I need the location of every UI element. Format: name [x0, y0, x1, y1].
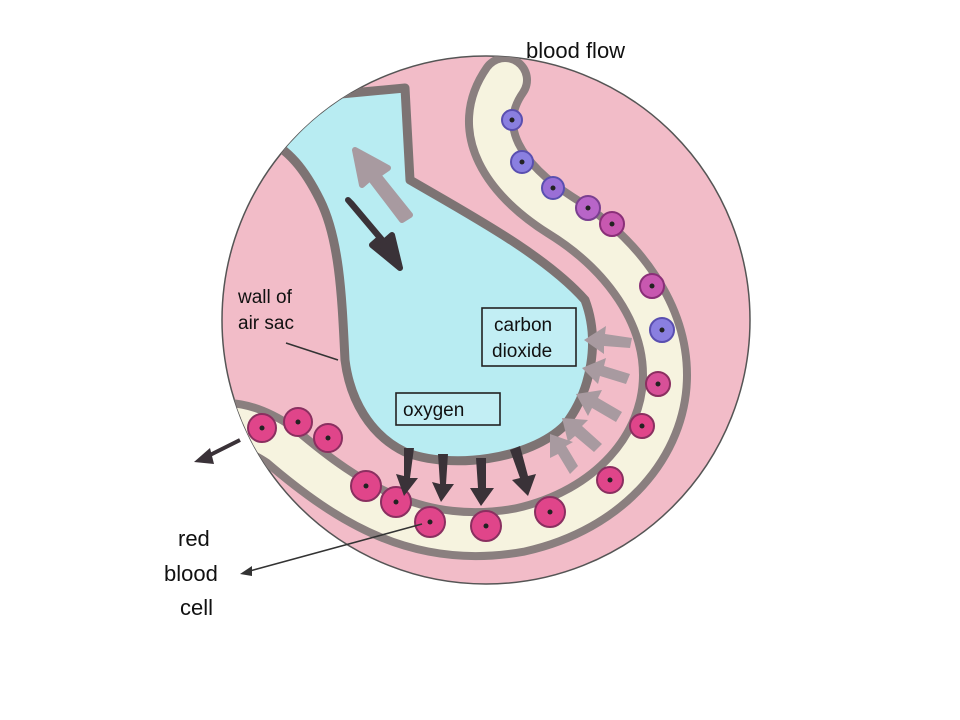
wall-label-line1: wall of	[237, 287, 293, 308]
blood-flow-label: blood flow	[526, 38, 625, 63]
carbon-dioxide-label-line2: dioxide	[492, 341, 552, 362]
red-blood-cell	[575, 195, 601, 221]
co2-arrow	[582, 358, 630, 384]
red-blood-cell	[313, 423, 343, 453]
red-blood-cell	[534, 496, 566, 528]
red-blood-cell	[470, 510, 502, 542]
rbc-label-line1: red	[178, 526, 210, 551]
oxygen-arrows	[396, 446, 536, 506]
oxygen-arrow	[432, 454, 454, 502]
air-sac	[255, 83, 597, 466]
red-blood-cell	[247, 413, 277, 443]
capillary-plasma	[222, 62, 683, 553]
wall-leader-line	[285, 342, 339, 361]
co2-arrow	[550, 434, 578, 474]
air-out-arrow	[352, 147, 413, 223]
carbon-dioxide-arrows	[550, 326, 632, 474]
red-blood-cell	[350, 470, 382, 502]
red-blood-cell	[645, 371, 671, 397]
red-blood-cell	[649, 317, 675, 343]
red-blood-cell	[639, 273, 665, 299]
co2-arrow	[576, 390, 622, 422]
red-blood-cell	[283, 407, 313, 437]
oxygen-arrow	[470, 458, 494, 506]
red-blood-cell	[599, 211, 625, 237]
co2-arrow	[562, 418, 602, 452]
air-in-arrow	[345, 197, 403, 271]
red-blood-cell	[596, 466, 624, 494]
red-blood-cell	[510, 150, 534, 174]
carbon-dioxide-box	[481, 307, 577, 367]
wall-label-line2: air sac	[238, 313, 294, 334]
oxygen-arrow	[396, 448, 418, 496]
oxygen-label: oxygen	[403, 400, 464, 421]
rbc-leader-arrowhead	[240, 566, 252, 576]
rbc-label-line2: blood	[164, 561, 218, 586]
oxygen-arrow	[510, 446, 536, 496]
red-blood-cell	[501, 109, 523, 131]
red-blood-cells	[247, 109, 675, 542]
carbon-dioxide-label-line1: carbon	[494, 315, 552, 336]
rbc-label-line3: cell	[180, 595, 213, 620]
rbc-leader-line	[245, 523, 423, 573]
oxygen-box	[395, 392, 501, 426]
co2-arrow	[584, 326, 632, 354]
red-blood-cell	[414, 506, 446, 538]
blood-exit-arrow	[194, 438, 241, 464]
red-blood-cell	[541, 176, 565, 200]
red-blood-cell	[629, 413, 655, 439]
